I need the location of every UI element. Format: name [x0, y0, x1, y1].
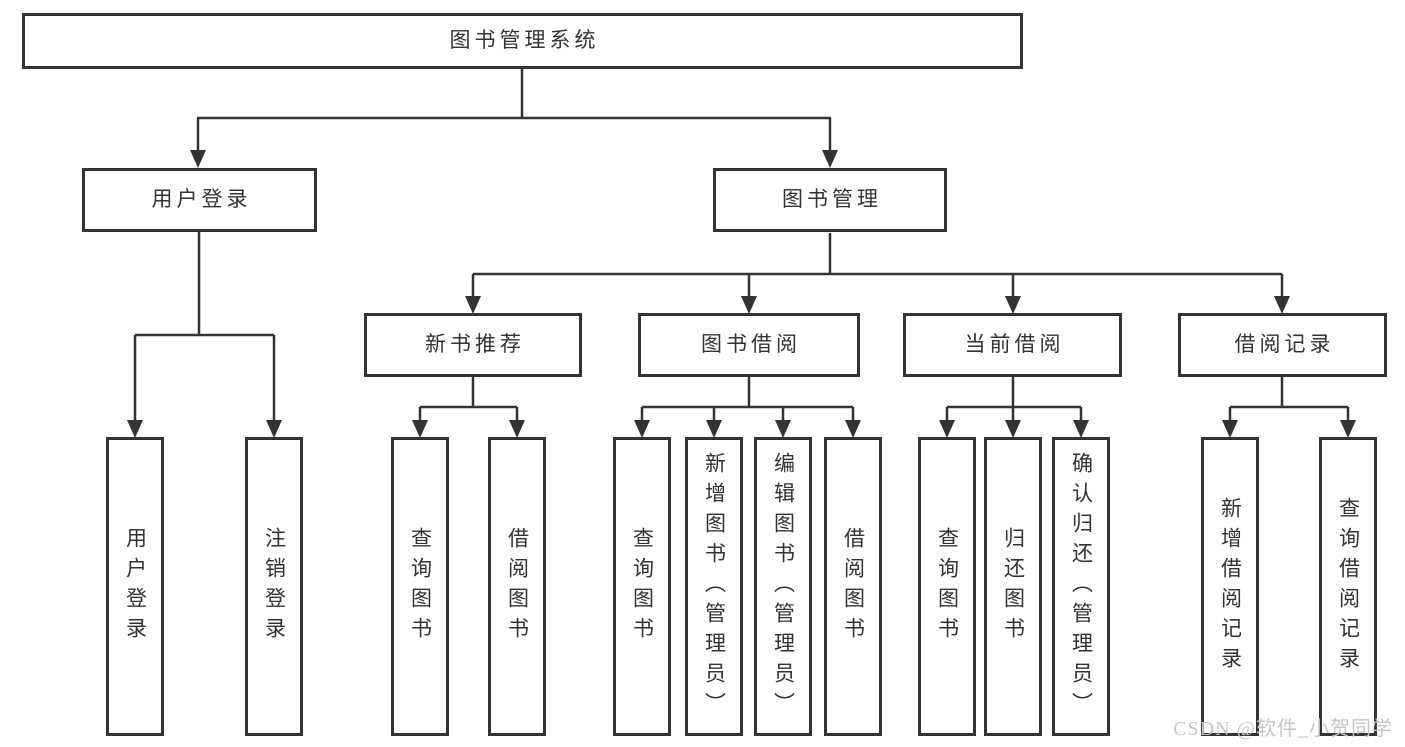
leaf-query-books-2: 查询图书 — [613, 437, 671, 736]
arrowhead — [939, 420, 955, 438]
leaf-label: 查询图书 — [408, 526, 433, 647]
node-user-login: 用户登录 — [82, 168, 317, 232]
leaf-label: 确认归还（管理员） — [1069, 451, 1094, 722]
arrowhead — [1274, 296, 1290, 314]
leaf-label: 查询图书 — [630, 526, 655, 647]
leaf-label: 用户登录 — [123, 526, 148, 647]
leaf-return-book: 归还图书 — [984, 437, 1042, 736]
node-label: 当前借阅 — [964, 332, 1065, 357]
arrowhead — [1340, 420, 1356, 438]
node-label: 借阅记录 — [1234, 332, 1335, 357]
arrowhead — [127, 420, 143, 438]
arrowhead — [465, 296, 481, 314]
leaf-label: 新增借阅记录 — [1218, 496, 1243, 677]
leaf-user-login: 用户登录 — [106, 437, 164, 736]
arrowhead — [266, 420, 282, 438]
leaf-label: 注销登录 — [262, 526, 287, 647]
node-borrow-records: 借阅记录 — [1178, 313, 1387, 377]
arrowhead — [634, 420, 650, 438]
node-book-management: 图书管理 — [713, 168, 947, 232]
connector-path — [133, 67, 1350, 422]
leaf-label: 归还图书 — [1001, 526, 1026, 647]
arrowheads — [127, 150, 1356, 438]
leaf-add-borrow-record: 新增借阅记录 — [1201, 437, 1259, 736]
node-label: 图书借阅 — [701, 332, 801, 357]
arrowhead — [1222, 420, 1238, 438]
leaf-label: 查询图书 — [935, 526, 960, 647]
leaf-query-books-3: 查询图书 — [918, 437, 976, 736]
csdn-watermark: CSDN @软件_小贺同学 — [1173, 718, 1393, 740]
leaf-label: 编辑图书（管理员） — [771, 451, 796, 722]
leaf-label: 新增图书（管理员） — [702, 451, 727, 722]
arrowhead — [412, 420, 428, 438]
arrowhead — [741, 296, 757, 314]
leaf-query-books-1: 查询图书 — [391, 437, 449, 736]
node-label: 图书管理 — [782, 187, 882, 212]
arrowhead — [706, 420, 722, 438]
leaf-add-book-admin: 新增图书（管理员） — [685, 437, 743, 736]
arrowhead — [1005, 420, 1021, 438]
arrowhead — [775, 420, 791, 438]
arrowhead — [822, 150, 838, 168]
node-root-system: 图书管理系统 — [22, 13, 1023, 69]
arrowhead — [1005, 296, 1021, 314]
node-label: 新书推荐 — [425, 332, 525, 357]
arrowhead — [190, 150, 206, 168]
leaf-label: 借阅图书 — [841, 526, 866, 647]
leaf-query-borrow-record: 查询借阅记录 — [1319, 437, 1377, 736]
leaf-logout: 注销登录 — [245, 437, 303, 736]
node-label: 图书管理系统 — [449, 28, 600, 53]
arrowhead — [509, 420, 525, 438]
arrowhead — [845, 420, 861, 438]
node-current-borrow: 当前借阅 — [903, 313, 1122, 377]
node-new-book-recommend: 新书推荐 — [364, 313, 582, 377]
arrowhead — [1073, 420, 1089, 438]
node-book-borrow: 图书借阅 — [638, 313, 860, 377]
leaf-borrow-books-2: 借阅图书 — [824, 437, 882, 736]
leaf-label: 借阅图书 — [505, 526, 530, 647]
leaf-confirm-return-admin: 确认归还（管理员） — [1052, 437, 1110, 736]
leaf-borrow-books-1: 借阅图书 — [488, 437, 546, 736]
leaf-edit-book-admin: 编辑图书（管理员） — [754, 437, 812, 736]
leaf-label: 查询借阅记录 — [1336, 496, 1361, 677]
node-label: 用户登录 — [151, 187, 252, 212]
